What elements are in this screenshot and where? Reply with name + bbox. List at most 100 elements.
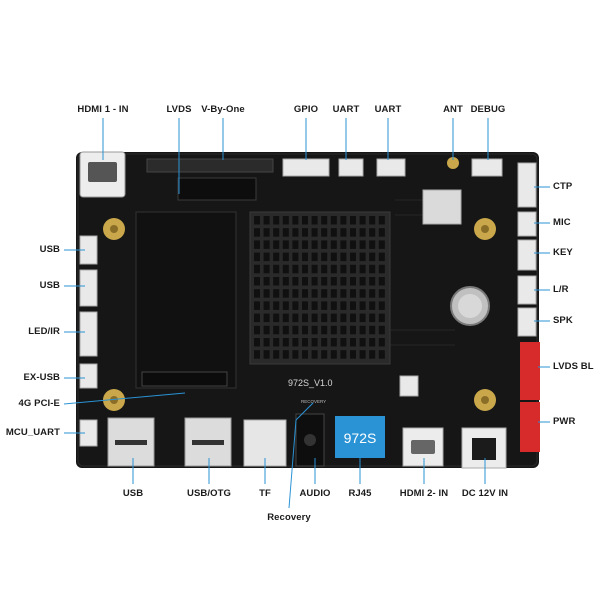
key-connector [517,239,537,271]
small-white-connector [399,375,419,397]
label-usb-bottom: USB [122,488,144,499]
label-usb-left-1: USB [39,244,60,255]
heatsink-fin [311,325,318,335]
heatsink-fin [302,264,308,274]
heatsink-fin [311,289,318,298]
heatsink-fin [273,301,280,310]
heatsink-fin [263,313,270,323]
heatsink-fin [302,277,308,286]
heatsink-fin [350,289,356,298]
wifi-module [422,189,462,225]
heatsink-fin [292,350,299,359]
led-ir-connector [79,311,98,357]
heatsink-fin [302,313,308,323]
ant-connector [447,157,459,169]
label-key: KEY [553,247,573,258]
heatsink-fin [359,325,366,335]
label-ex-usb: EX-USB [23,372,60,383]
heatsink-fin [359,289,366,298]
heatsink-fin [311,301,318,310]
pcie-slot [141,371,228,387]
heatsink-fin [340,313,347,323]
label-ant: ANT [443,104,463,115]
heatsink-fin [321,240,328,249]
mounting-holes [103,218,496,411]
heatsink-fin [302,289,308,298]
heatsink-fin [369,350,376,359]
label-tf: TF [259,488,271,499]
label-dc-12v-in: DC 12V IN [461,488,509,499]
heatsink-fin [378,252,385,262]
heatsink-fin [359,240,366,249]
heatsink-fin [350,252,356,262]
heatsink-fin [263,338,270,347]
heatsink-fin [340,350,347,359]
heatsink-fin [378,228,385,237]
heatsink-fin [302,301,308,310]
heatsink-fin [273,216,280,225]
heatsink-fin [378,338,385,347]
lvds-vbyone-connector [146,158,274,173]
heatsink-fin [321,252,328,262]
heatsink-fin [350,216,356,225]
label-recovery: Recovery [267,512,311,523]
heatsink-fin [369,301,376,310]
gpio-connector [282,158,330,177]
heatsink-fin [263,264,270,274]
heatsink-fin [282,301,289,310]
label-uart2: UART [374,104,402,115]
heatsink-fin [359,228,366,237]
heatsink-fin [263,289,270,298]
heatsink-fin [282,350,289,359]
heatsink-fin [378,350,385,359]
heatsink-fin [350,338,356,347]
heatsink-fin [340,228,347,237]
heatsink-fin [273,264,280,274]
heatsink-fin [340,289,347,298]
heatsink-fin [321,264,328,274]
label-vbyone: V-By-One [201,104,245,115]
heatsink-fin [330,240,337,249]
heatsink-fin [369,313,376,323]
heatsink-fin [359,216,366,225]
heatsink-fin [369,252,376,262]
heatsink-fin [311,228,318,237]
heatsink-fin [302,240,308,249]
heatsink-fin [378,277,385,286]
heatsink-fin [273,252,280,262]
pcie-module-area [135,211,237,389]
heatsink-fin [302,325,308,335]
heatsink-fin [263,252,270,262]
recovery-silkscreen: RECOVERY [301,399,326,404]
heatsink-fin [273,289,280,298]
heatsink-fin [254,313,260,323]
heatsink-fin [340,338,347,347]
heatsink-fin [359,350,366,359]
heatsink-fin [321,313,328,323]
heatsink-fin [340,216,347,225]
heatsink-fin [321,277,328,286]
heatsink-fin [330,313,337,323]
rj45-badge [335,416,385,458]
heatsink-fin [330,289,337,298]
heatsink-fin [321,338,328,347]
heatsink [249,211,391,365]
label-lvds-bl: LVDS BL [553,361,594,372]
heatsink-fin [340,301,347,310]
heatsink-fin [263,301,270,310]
heatsink-fin [292,325,299,335]
pwr-connector [520,402,540,452]
heatsink-fin [350,240,356,249]
heatsink-fin [350,277,356,286]
heatsink-fin [263,350,270,359]
heatsink-fin [302,252,308,262]
usb-l2-connector [79,269,98,307]
heatsink-fin [273,277,280,286]
mic-connector [517,211,537,237]
heatsink-fin [369,216,376,225]
heatsink-fin [292,277,299,286]
label-ctp: CTP [553,181,573,192]
label-lr: L/R [553,284,569,295]
heatsink-fin [359,313,366,323]
lvds-bl-connector [520,342,540,400]
